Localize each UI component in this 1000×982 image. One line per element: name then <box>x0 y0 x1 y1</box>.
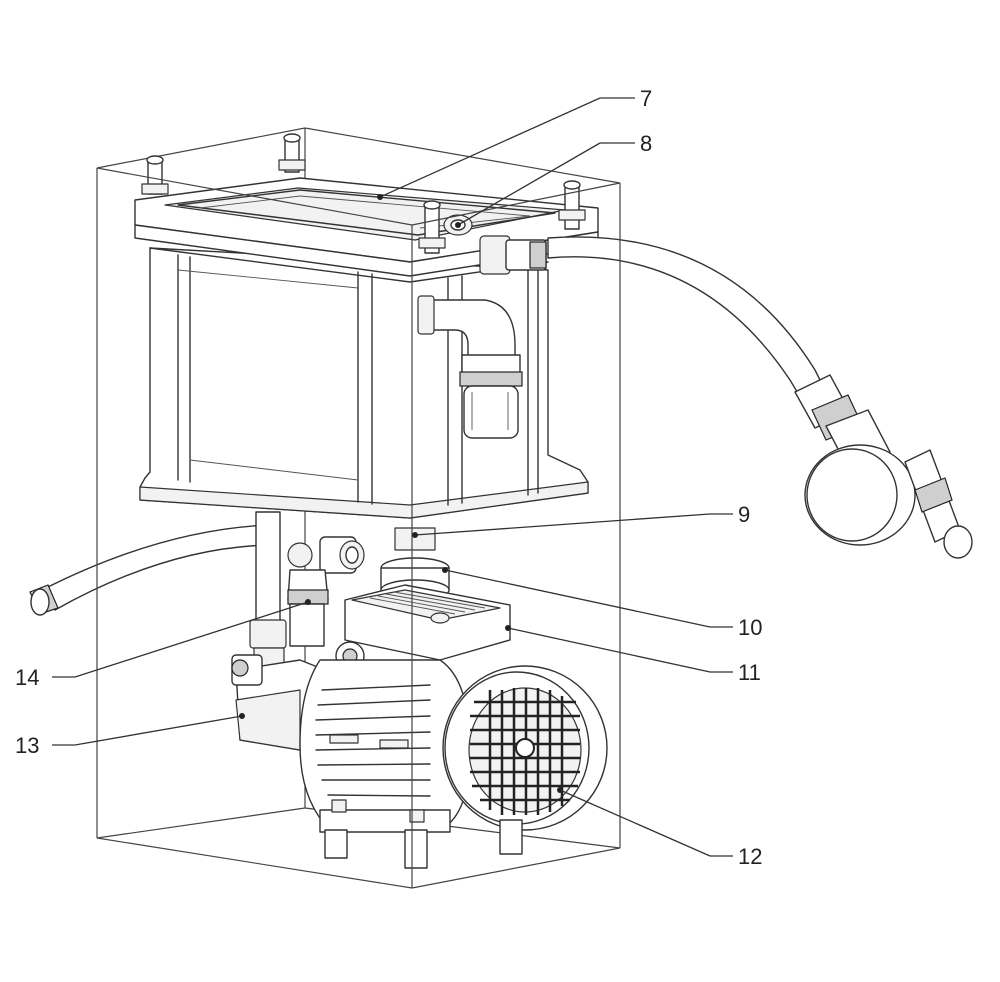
tank-to-pump-pipe <box>249 511 287 679</box>
callout-8: 8 <box>455 131 652 228</box>
drain-hose <box>29 524 269 616</box>
non-return-fitting <box>287 542 329 647</box>
inlet-hose <box>479 235 973 559</box>
callout-label-14: 14 <box>15 665 39 690</box>
tank-outlet-elbow <box>417 295 523 439</box>
callout-13: 13 <box>15 713 245 758</box>
callout-label-11: 11 <box>738 660 761 685</box>
callout-12: 12 <box>557 787 762 869</box>
callout-label-7: 7 <box>640 86 652 111</box>
callout-9: 9 <box>412 502 750 538</box>
callout-label-8: 8 <box>640 131 652 156</box>
terminal-box <box>335 584 511 671</box>
motor-feet <box>319 799 523 869</box>
water-tank <box>134 133 599 519</box>
fan-grille <box>468 687 582 815</box>
callout-label-10: 10 <box>738 615 762 640</box>
callout-label-9: 9 <box>738 502 750 527</box>
tank-bolts <box>141 133 586 254</box>
callout-label-13: 13 <box>15 733 39 758</box>
callout-label-12: 12 <box>738 844 762 869</box>
check-valve <box>319 527 436 574</box>
callout-10: 10 <box>442 567 762 640</box>
cabinet-front <box>96 167 621 889</box>
callout-7: 7 <box>377 86 652 200</box>
callouts: 7 8 9 10 11 12 <box>15 86 762 869</box>
callout-14: 14 <box>15 599 311 690</box>
callout-11: 11 <box>505 625 761 685</box>
